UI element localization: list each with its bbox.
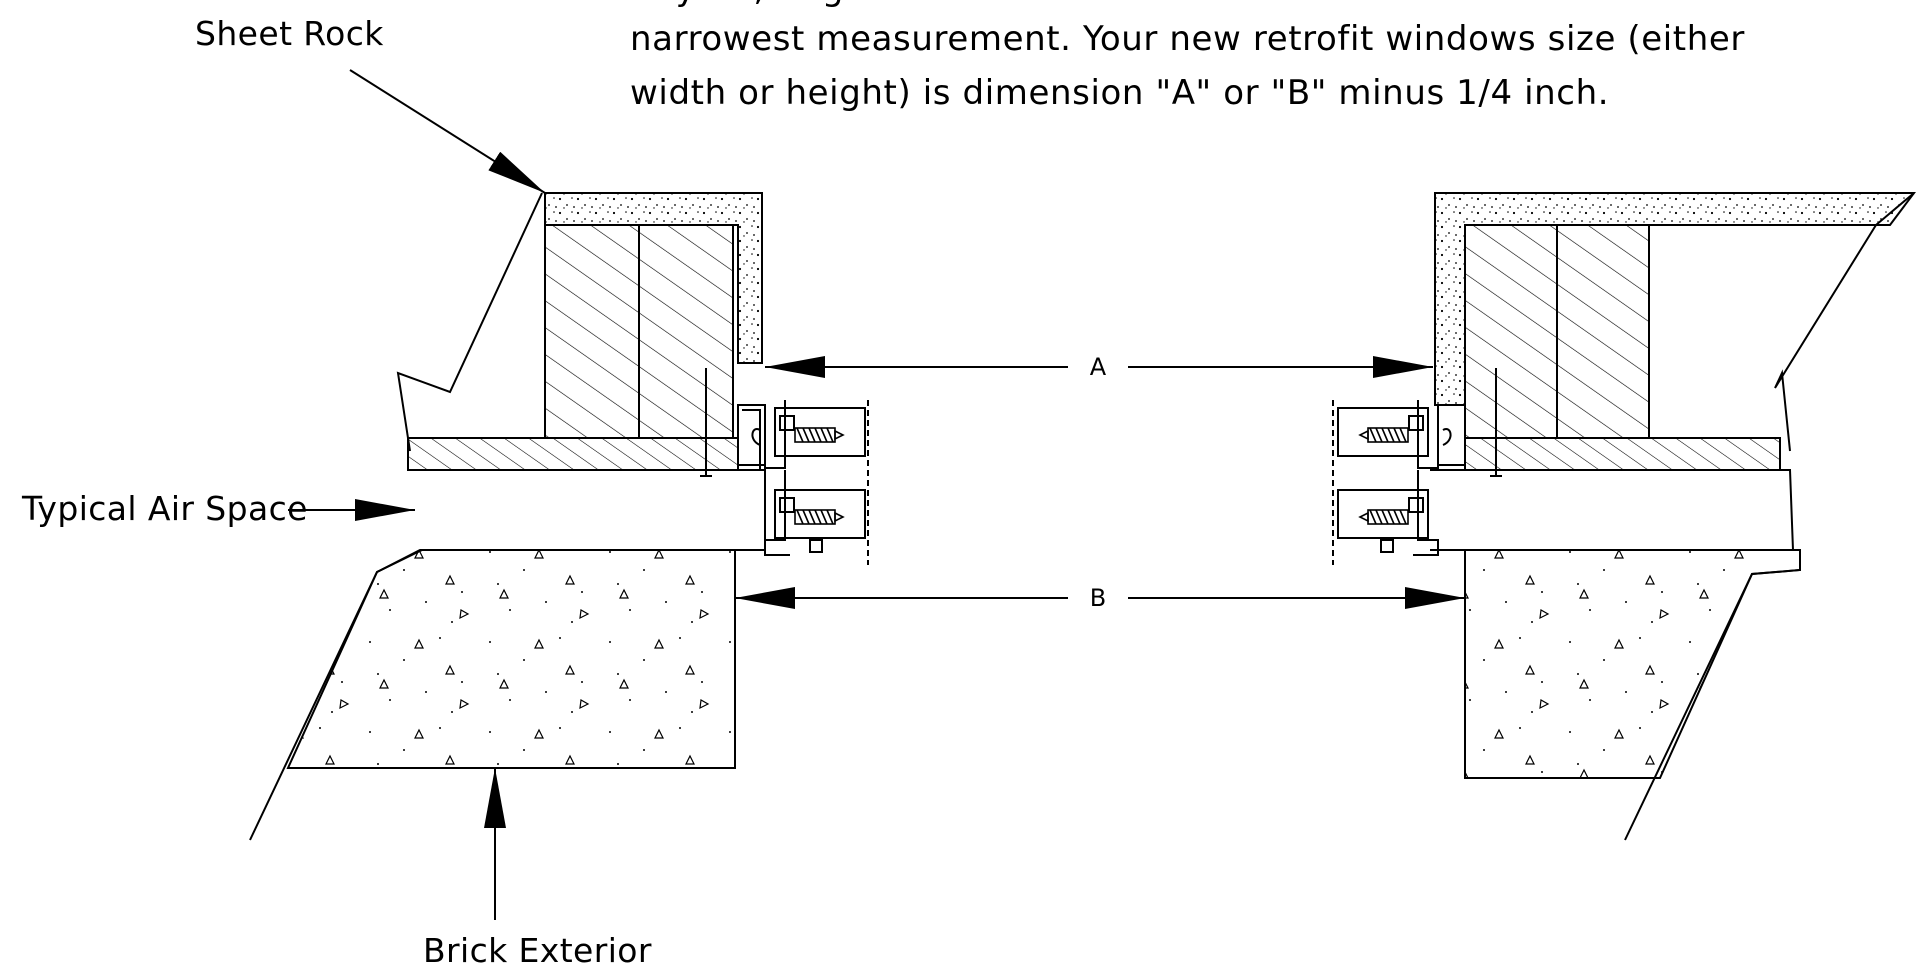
left-sill-plate <box>407 437 739 471</box>
right-jamb-section <box>1332 192 1916 841</box>
right-sill-plate <box>1464 437 1781 471</box>
brick-exterior-label: Brick Exterior <box>423 931 652 970</box>
note-line-top: ... y ... , ... ght ... <box>630 0 926 9</box>
note-block: ... y ... , ... ght ... narrowest measur… <box>630 0 1745 113</box>
right-stud-a <box>1464 224 1558 439</box>
right-brick-exterior <box>1464 549 1801 779</box>
left-stud-b <box>638 224 734 439</box>
note-line-2: narrowest measurement. Your new retrofit… <box>630 19 1745 59</box>
left-brick-exterior <box>286 549 736 769</box>
left-air-space <box>410 469 766 551</box>
left-window-frame <box>737 400 869 565</box>
right-screw-lower <box>1358 509 1409 525</box>
right-stud-b <box>1556 224 1650 439</box>
sheet-rock-leader <box>349 69 546 194</box>
left-break-line-upper <box>396 192 543 452</box>
note-line-3: width or height) is dimension "A" or "B"… <box>630 73 1609 113</box>
dimension-b-label: B <box>1090 584 1106 612</box>
sheet-rock-label: Sheet Rock <box>195 14 384 53</box>
right-window-frame <box>1332 400 1466 565</box>
left-screw-upper <box>794 427 845 443</box>
callout-typical-air-space: Typical Air Space <box>21 489 415 528</box>
left-screw-lower <box>794 509 845 525</box>
right-break-line-upper <box>1774 192 1915 452</box>
dimension-a-label: A <box>1090 353 1107 381</box>
callout-sheet-rock: Sheet Rock <box>195 14 546 194</box>
left-stud-a <box>544 224 640 439</box>
right-screw-upper <box>1358 427 1409 443</box>
right-air-space <box>1430 469 1795 551</box>
callout-brick-exterior: Brick Exterior <box>423 768 652 970</box>
typical-air-space-label: Typical Air Space <box>21 489 308 528</box>
left-jamb-section <box>249 192 869 841</box>
